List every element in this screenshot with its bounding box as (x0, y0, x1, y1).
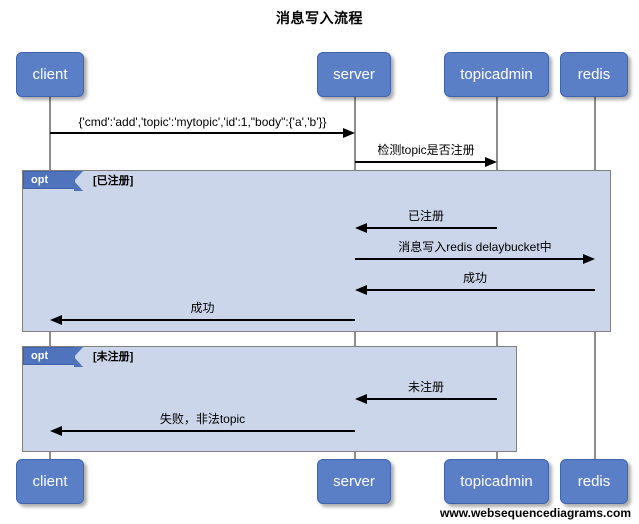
fragment-opt-unregistered: opt [未注册] (22, 346, 517, 452)
arrowhead-left-icon (355, 223, 367, 233)
message-client-to-server-add: {'cmd':'add','topic':'mytopic','id':1,"b… (50, 115, 355, 138)
message-server-to-client-failure: 失败，非法topic (50, 412, 355, 436)
arrowhead-left-icon (50, 315, 62, 325)
message-label: {'cmd':'add','topic':'mytopic','id':1,"b… (78, 115, 327, 129)
message-topicadmin-to-server-unregistered: 未注册 (355, 380, 497, 404)
message-server-to-topicadmin-check: 检测topic是否注册 (355, 143, 497, 167)
participant-client-top[interactable]: client (16, 52, 84, 97)
message-topicadmin-to-server-registered: 已注册 (355, 209, 497, 233)
arrowhead-right-icon (343, 128, 355, 138)
fragment-condition-registered: [已注册] (93, 175, 134, 187)
participant-server-bottom[interactable]: server (317, 459, 391, 504)
message-redis-to-server-success: 成功 (355, 271, 595, 295)
participant-server-top[interactable]: server (317, 52, 391, 97)
message-label: 成功 (190, 301, 215, 315)
fragment-tag-opt-unregistered: opt (23, 347, 83, 367)
arrowhead-left-icon (50, 426, 62, 436)
fragment-opt-registered: opt [已注册] (22, 170, 611, 332)
message-line (50, 132, 343, 134)
participant-label: redis (577, 66, 611, 83)
fragment-condition-unregistered: [未注册] (93, 351, 134, 363)
message-line (62, 430, 355, 432)
message-server-to-client-success: 成功 (50, 301, 355, 325)
message-label: 已注册 (407, 209, 444, 223)
arrowhead-left-icon (355, 285, 367, 295)
message-line (355, 161, 485, 163)
arrowhead-left-icon (355, 394, 367, 404)
page-title: 消息写入流程 (276, 10, 363, 26)
participant-label: client (32, 473, 68, 490)
participant-label: topicadmin (460, 473, 533, 490)
arrowhead-right-icon (583, 254, 595, 264)
message-line (367, 227, 497, 229)
fragment-tag-opt-registered: opt (23, 171, 83, 191)
message-label: 消息写入redis delaybucket中 (398, 240, 552, 254)
participant-label: client (32, 66, 68, 83)
message-line (62, 319, 355, 321)
message-label: 检测topic是否注册 (377, 143, 475, 157)
participant-redis-bottom[interactable]: redis (560, 459, 628, 504)
participant-label: server (333, 66, 375, 83)
participant-label: topicadmin (460, 66, 533, 83)
message-label: 成功 (462, 271, 487, 285)
message-line (355, 258, 583, 260)
message-label: 未注册 (407, 380, 444, 394)
message-line (367, 289, 595, 291)
participant-label: server (333, 473, 375, 490)
message-label: 失败，非法topic (159, 412, 246, 426)
participant-redis-top[interactable]: redis (560, 52, 628, 97)
participant-client-bottom[interactable]: client (16, 459, 84, 504)
participant-label: redis (577, 473, 611, 490)
message-server-to-redis-write: 消息写入redis delaybucket中 (355, 240, 595, 264)
arrowhead-right-icon (485, 157, 497, 167)
message-line (367, 398, 497, 400)
watermark-footer: www.websequencediagrams.com (440, 506, 631, 520)
participant-topicadmin-top[interactable]: topicadmin (444, 52, 549, 97)
participant-topicadmin-bottom[interactable]: topicadmin (444, 459, 549, 504)
